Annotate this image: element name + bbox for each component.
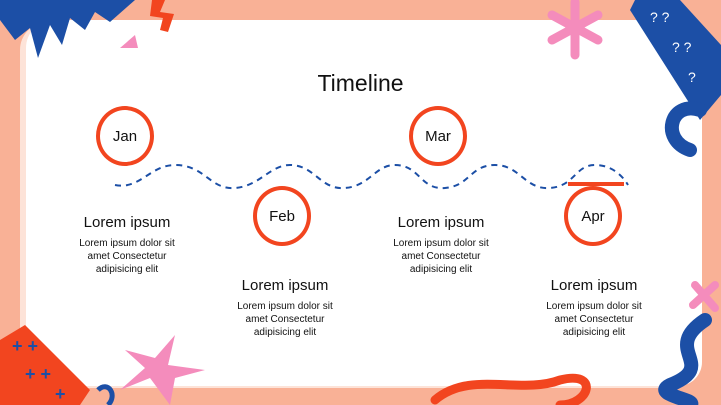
milestone-circle-jan: Jan	[96, 106, 154, 166]
milestone-body: Lorem ipsum dolor sit amet Consectetur a…	[393, 238, 489, 275]
pink-asterisk-icon	[547, 0, 603, 60]
milestone-circle-feb: Feb	[253, 186, 311, 246]
milestone-heading: Lorem ipsum	[83, 214, 171, 231]
milestone-body: Lorem ipsum dolor sit amet Consectetur a…	[79, 238, 175, 275]
svg-text:?: ?	[688, 69, 696, 85]
pink-starburst-icon	[120, 335, 205, 405]
milestone-heading: Lorem ipsum	[241, 277, 329, 294]
blue-hook-icon	[96, 384, 115, 405]
svg-text:? ?: ? ?	[650, 9, 670, 25]
milestone-text-jan: Lorem ipsum Lorem ipsum dolor sit amet C…	[52, 214, 202, 276]
milestone-heading: Lorem ipsum	[550, 277, 638, 294]
red-swirl-icon	[430, 373, 591, 405]
red-tape-plus-icon: + + + + +	[0, 325, 90, 405]
blue-c-shape-icon	[665, 101, 707, 157]
blue-tape-question-icon: ? ? ? ? ?	[630, 0, 721, 120]
slide-title: Timeline	[317, 70, 404, 96]
svg-text:+ +: + +	[25, 364, 51, 384]
milestone-text-mar: Lorem ipsum Lorem ipsum dolor sit amet C…	[366, 214, 516, 276]
pink-triangle-icon	[120, 35, 138, 48]
svg-text:+ +: + +	[12, 336, 38, 356]
milestone-text-apr: Lorem ipsum Lorem ipsum dolor sit amet C…	[519, 277, 669, 339]
timeline-wave	[114, 163, 629, 190]
svg-text:? ?: ? ?	[672, 39, 692, 55]
milestone-text-feb: Lorem ipsum Lorem ipsum dolor sit amet C…	[210, 277, 360, 339]
milestone-body: Lorem ipsum dolor sit amet Consectetur a…	[546, 301, 642, 338]
blue-squiggle-icon	[658, 313, 712, 405]
blue-starburst-icon	[0, 0, 135, 58]
milestone-heading: Lorem ipsum	[397, 214, 485, 231]
milestone-circle-apr: Apr	[564, 186, 622, 246]
red-bolt-icon	[150, 0, 174, 32]
milestone-body: Lorem ipsum dolor sit amet Consectetur a…	[237, 301, 333, 338]
pink-x-icon	[689, 281, 719, 312]
milestone-circle-mar: Mar	[409, 106, 467, 166]
svg-text:+: +	[55, 384, 66, 404]
